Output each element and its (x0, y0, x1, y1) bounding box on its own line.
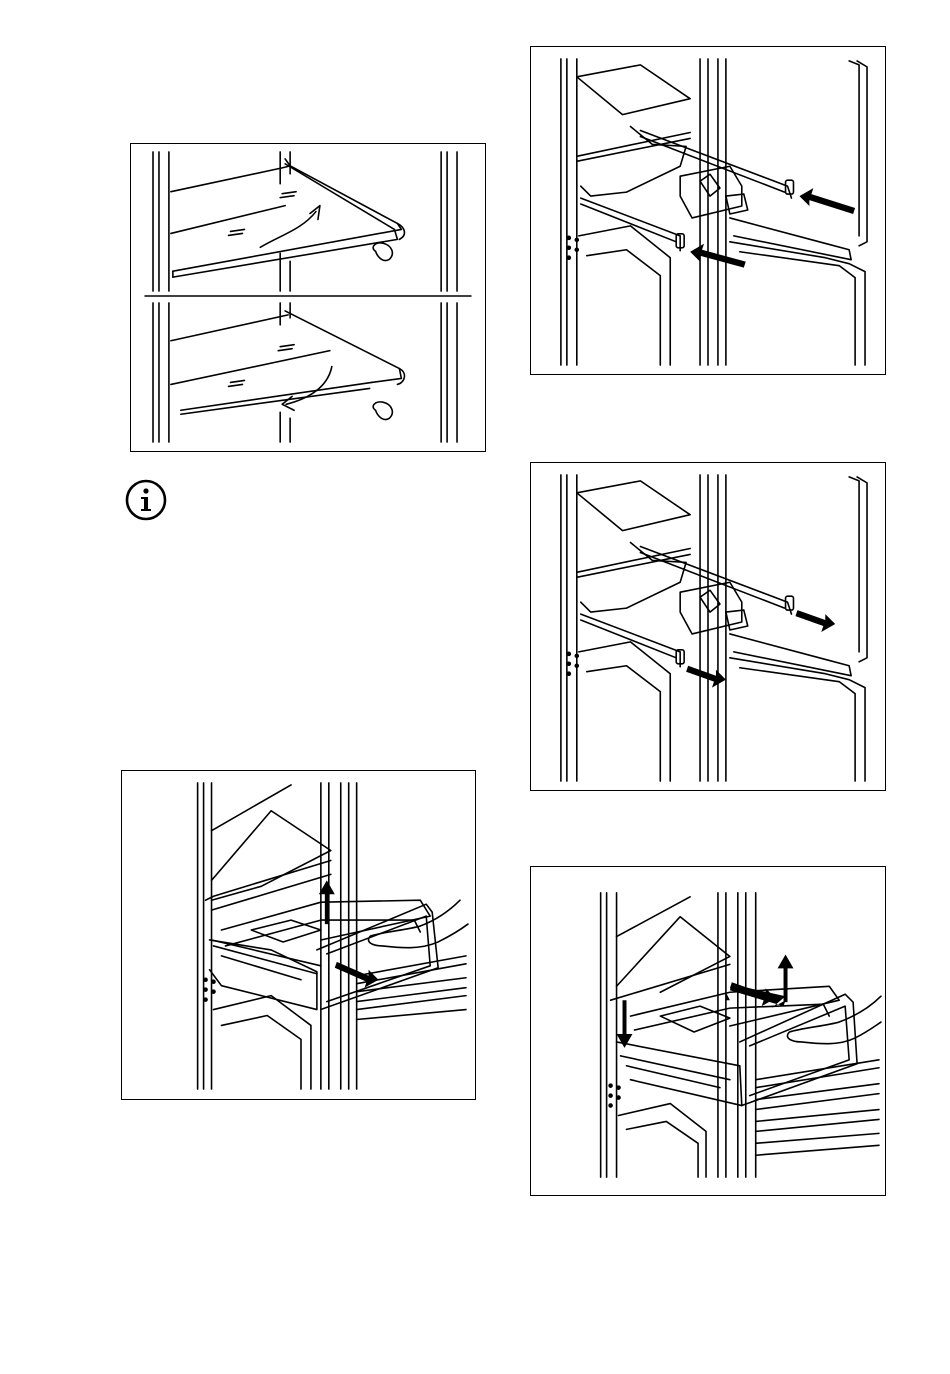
figure-rail-insert (530, 46, 886, 375)
drawer-pull-illustration (122, 771, 475, 1099)
figure-drawer-remove (121, 770, 476, 1100)
shelf-rotate-illustration (131, 144, 485, 451)
figure-rail-extract (530, 462, 886, 791)
info-icon (124, 478, 168, 522)
figure-drawer-insert (530, 866, 886, 1196)
rail-insert-illustration (531, 47, 885, 374)
figure-shelf-flip (130, 143, 486, 452)
drawer-insert-illustration (531, 867, 885, 1195)
rail-extract-illustration (531, 463, 885, 790)
